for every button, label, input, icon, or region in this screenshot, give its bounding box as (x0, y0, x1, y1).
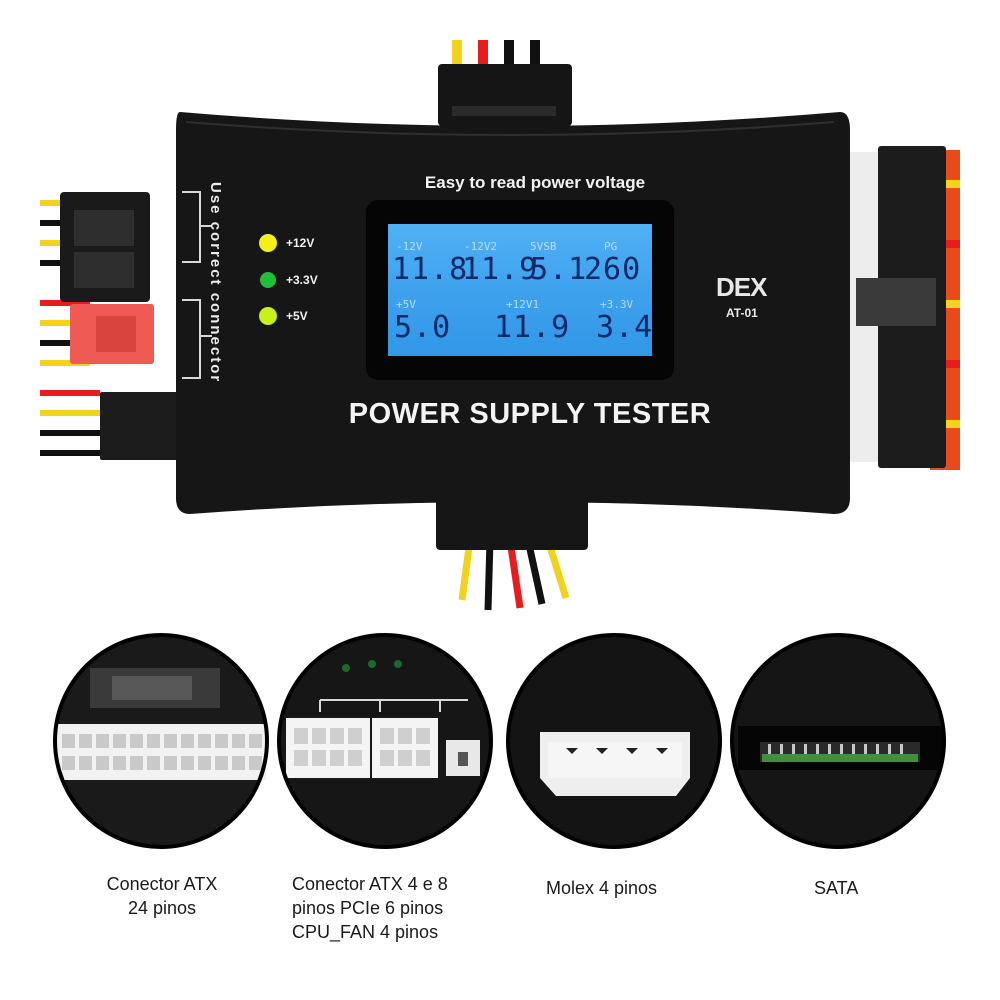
led-5v (259, 307, 277, 325)
right-atx-connector (840, 146, 960, 470)
led-label-12v: +12V (286, 236, 315, 250)
device-title: POWER SUPPLY TESTER (348, 398, 712, 430)
lcd-label: +12V1 (506, 298, 540, 311)
brand-logo: DEX (716, 272, 767, 302)
lcd-value: 5.1 (530, 252, 588, 287)
lcd-label: -12V2 (464, 240, 498, 253)
led-12v (259, 234, 277, 252)
atx8-pcie-fan-detail (277, 633, 493, 849)
lcd-value: 11.9 (494, 310, 571, 345)
led-label-3v3: +3.3V (286, 273, 318, 287)
lcd-value: 11.9 (462, 252, 539, 287)
lcd-value: 5.0 (394, 310, 452, 345)
device-headline: Easy to read power voltage (424, 173, 646, 192)
molex-detail (506, 633, 722, 849)
lcd-label: PG (604, 240, 618, 253)
lcd-value: 3.4 (596, 310, 654, 345)
lcd-label: 5VSB (530, 240, 557, 253)
lcd-label: +3.3V (600, 298, 634, 311)
lcd-value: 260 (584, 252, 642, 287)
caption-sata: SATA (814, 878, 859, 898)
lcd-value: 11.8 (392, 252, 469, 287)
top-molex-connector (438, 40, 572, 126)
bottom-sata-connector (436, 494, 588, 611)
side-instruction: Use correct connector (207, 182, 224, 384)
atx24-detail (53, 633, 269, 849)
left-cables (40, 192, 180, 460)
caption-molex: Molex 4 pinos (546, 878, 658, 898)
model-number: AT-01 (726, 306, 758, 320)
led-label-5v: +5V (286, 309, 308, 323)
led-3v3 (260, 272, 276, 288)
connector-markers (182, 191, 212, 379)
sata-detail (730, 633, 946, 849)
caption-atx8-pcie-fan: Conector ATX 4 e 8 pinos PCIe 6 pinos CP… (292, 874, 448, 942)
lcd-label: -12V (396, 240, 423, 253)
lcd-label: +5V (396, 298, 416, 311)
caption-atx24: Conector ATX 24 pinos (106, 874, 218, 918)
